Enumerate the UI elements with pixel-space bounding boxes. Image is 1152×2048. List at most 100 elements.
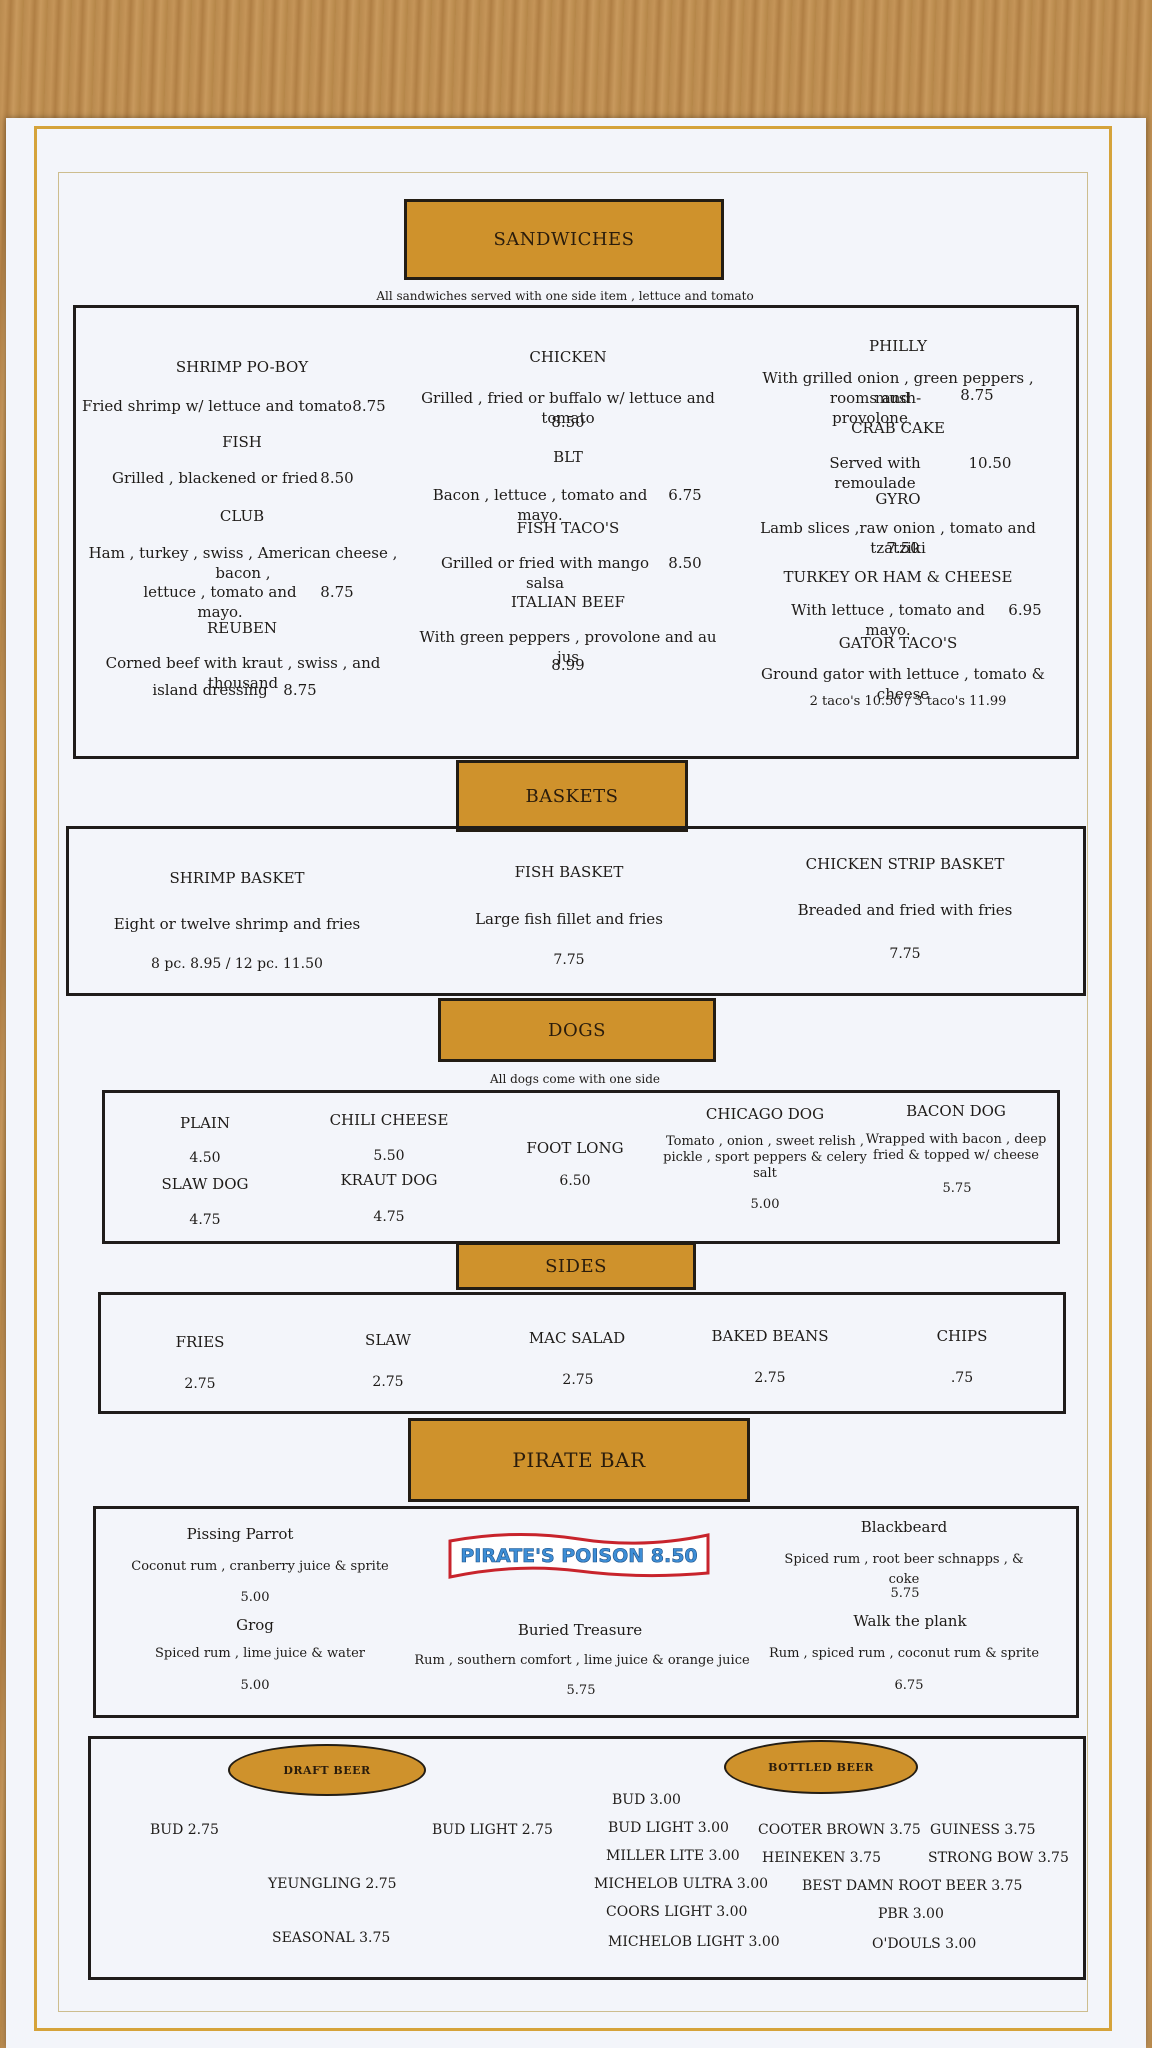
club-name: CLUB bbox=[219, 507, 265, 525]
sides-box bbox=[98, 1292, 1066, 1414]
kraut-dog-price: 4.75 bbox=[373, 1209, 405, 1225]
crab-cake-desc: Served with remoulade bbox=[829, 454, 921, 492]
side-slaw-price: 2.75 bbox=[372, 1374, 404, 1390]
chicago-dog-desc-line2: pickle , sport peppers & celery bbox=[663, 1150, 867, 1165]
chicago-dog-name: CHICAGO DOG bbox=[705, 1105, 825, 1123]
chicken-strip-basket-price: 7.75 bbox=[889, 946, 921, 962]
reuben-desc-line1: Corned beef with kraut , swiss , and tho… bbox=[105, 654, 381, 692]
walk-the-plank-price: 6.75 bbox=[894, 1678, 924, 1693]
walk-the-plank-desc: Rum , spiced rum , coconut rum & sprite bbox=[768, 1646, 1040, 1661]
philly-desc-line2: rooms and provolone bbox=[829, 389, 911, 427]
crab-cake-price: 10.50 bbox=[968, 454, 1012, 472]
draft-bud: BUD 2.75 bbox=[150, 1822, 219, 1838]
baskets-box bbox=[66, 826, 1086, 996]
chili-cheese-dog-name: CHILI CHEESE bbox=[329, 1111, 449, 1129]
kraut-dog-name: KRAUT DOG bbox=[340, 1171, 438, 1189]
menu-inner-border bbox=[58, 172, 1088, 2012]
sandwiches-heading: SANDWICHES bbox=[404, 199, 724, 280]
bacon-dog-desc-line2: fried & topped w/ cheese bbox=[873, 1148, 1039, 1163]
foot-long-name: FOOT LONG bbox=[526, 1139, 624, 1157]
draft-seasonal: SEASONAL 3.75 bbox=[272, 1930, 391, 1946]
side-baked-beans-name: BAKED BEANS bbox=[711, 1327, 829, 1345]
blackbeard-name: Blackbeard bbox=[860, 1518, 948, 1536]
shrimp-basket-price: 8 pc. 8.95 / 12 pc. 11.50 bbox=[151, 956, 323, 972]
baskets-heading: BASKETS bbox=[456, 760, 688, 832]
italian-beef-desc: With green peppers , provolone and au ju… bbox=[419, 628, 717, 666]
plain-dog-name: PLAIN bbox=[180, 1114, 230, 1132]
buried-treasure-price: 5.75 bbox=[566, 1683, 596, 1698]
philly-name: PHILLY bbox=[869, 337, 927, 355]
pissing-parrot-desc: Coconut rum , cranberry juice & sprite bbox=[131, 1559, 389, 1574]
side-chips-price: .75 bbox=[950, 1370, 974, 1386]
side-fries-price: 2.75 bbox=[184, 1376, 216, 1392]
reuben-price: 8.75 bbox=[283, 681, 317, 699]
fish-basket-price: 7.75 bbox=[553, 952, 585, 968]
pissing-parrot-price: 5.00 bbox=[240, 1590, 270, 1605]
bottled-bud-light: BUD LIGHT 3.00 bbox=[608, 1820, 729, 1836]
shrimp-basket-name: SHRIMP BASKET bbox=[169, 869, 305, 887]
buried-treasure-desc: Rum , southern comfort , lime juice & or… bbox=[414, 1653, 750, 1668]
buried-treasure-name: Buried Treasure bbox=[517, 1621, 643, 1639]
bottled-coors-light: COORS LIGHT 3.00 bbox=[606, 1904, 748, 1920]
chili-cheese-dog-price: 5.50 bbox=[373, 1148, 405, 1164]
fish-tacos-name: FISH TACO'S bbox=[516, 519, 620, 537]
italian-beef-name: ITALIAN BEEF bbox=[511, 593, 625, 611]
side-chips-name: CHIPS bbox=[936, 1327, 988, 1345]
philly-price: 8.75 bbox=[960, 386, 994, 404]
shrimp-po-boy-name: SHRIMP PO-BOY bbox=[175, 358, 309, 376]
draft-yeungling: YEUNGLING 2.75 bbox=[268, 1876, 397, 1892]
side-fries-name: FRIES bbox=[175, 1333, 225, 1351]
blt-desc: Bacon , lettuce , tomato and mayo. bbox=[432, 486, 648, 524]
turkey-ham-price: 6.95 bbox=[1008, 601, 1042, 619]
chicago-dog-price: 5.00 bbox=[750, 1197, 780, 1212]
gator-tacos-desc: Ground gator with lettuce , tomato & che… bbox=[761, 665, 1045, 703]
gyro-price: 7.50 bbox=[886, 539, 920, 557]
gyro-name: GYRO bbox=[875, 490, 921, 508]
sandwiches-box bbox=[73, 305, 1079, 759]
chicago-dog-desc-line1: Tomato , onion , sweet relish , bbox=[665, 1134, 865, 1149]
turkey-ham-desc: With lettuce , tomato and mayo. bbox=[791, 601, 985, 639]
side-baked-beans-price: 2.75 bbox=[754, 1370, 786, 1386]
beer-box bbox=[88, 1736, 1086, 1980]
chicken-sandwich-desc: Grilled , fried or buffalo w/ lettuce an… bbox=[421, 389, 715, 427]
menu-outer-border bbox=[34, 126, 1112, 2031]
side-mac-salad-price: 2.75 bbox=[562, 1372, 594, 1388]
sides-heading: SIDES bbox=[456, 1242, 696, 1290]
crab-cake-name: CRAB CAKE bbox=[851, 419, 945, 437]
slaw-dog-name: SLAW DOG bbox=[161, 1175, 249, 1193]
draft-beer-label: DRAFT BEER bbox=[228, 1744, 426, 1796]
bottled-best-damn-root-beer: BEST DAMN ROOT BEER 3.75 bbox=[802, 1878, 1023, 1894]
bacon-dog-price: 5.75 bbox=[942, 1181, 972, 1196]
gator-tacos-name: GATOR TACO'S bbox=[838, 634, 958, 652]
bottled-miller-lite: MILLER LITE 3.00 bbox=[606, 1848, 740, 1864]
philly-desc-line1: With grilled onion , green peppers , mus… bbox=[762, 369, 1034, 407]
bottled-beer-label: BOTTLED BEER bbox=[724, 1740, 918, 1794]
reuben-desc-line2: island dressing bbox=[152, 681, 268, 699]
grog-price: 5.00 bbox=[240, 1678, 270, 1693]
grog-name: Grog bbox=[236, 1616, 274, 1634]
walk-the-plank-name: Walk the plank bbox=[853, 1612, 967, 1630]
pirates-poison-logo: PIRATE'S POISON 8.50 bbox=[448, 1532, 710, 1579]
gator-tacos-price: 2 taco's 10.50 / 3 taco's 11.99 bbox=[809, 694, 1007, 709]
side-slaw-name: SLAW bbox=[365, 1331, 411, 1349]
bottled-michelob-light: MICHELOB LIGHT 3.00 bbox=[608, 1934, 780, 1950]
sandwiches-note: All sandwiches served with one side item… bbox=[376, 289, 754, 303]
dogs-heading: DOGS bbox=[438, 998, 716, 1062]
shrimp-po-boy-price: 8.75 bbox=[352, 397, 386, 415]
turkey-ham-name: TURKEY OR HAM & CHEESE bbox=[783, 568, 1013, 586]
fish-tacos-price: 8.50 bbox=[668, 554, 702, 572]
slaw-dog-price: 4.75 bbox=[189, 1212, 221, 1228]
pissing-parrot-name: Pissing Parrot bbox=[186, 1525, 294, 1543]
reuben-name: REUBEN bbox=[207, 619, 277, 637]
gyro-desc: Lamb slices ,raw onion , tomato and tzat… bbox=[760, 519, 1036, 557]
blt-name: BLT bbox=[553, 448, 583, 466]
fish-sandwich-price: 8.50 bbox=[320, 469, 354, 487]
italian-beef-price: 8.99 bbox=[551, 656, 585, 674]
blackbeard-desc: Spiced rum , root beer schnapps , & coke bbox=[784, 1552, 1024, 1587]
chicken-strip-basket-name: CHICKEN STRIP BASKET bbox=[805, 855, 1005, 873]
blt-price: 6.75 bbox=[668, 486, 702, 504]
bottled-michelob-ultra: MICHELOB ULTRA 3.00 bbox=[594, 1876, 769, 1892]
bacon-dog-desc-line1: Wrapped with bacon , deep bbox=[865, 1132, 1047, 1147]
grog-desc: Spiced rum , lime juice & water bbox=[155, 1646, 365, 1661]
bottled-odouls: O'DOULS 3.00 bbox=[872, 1936, 977, 1952]
